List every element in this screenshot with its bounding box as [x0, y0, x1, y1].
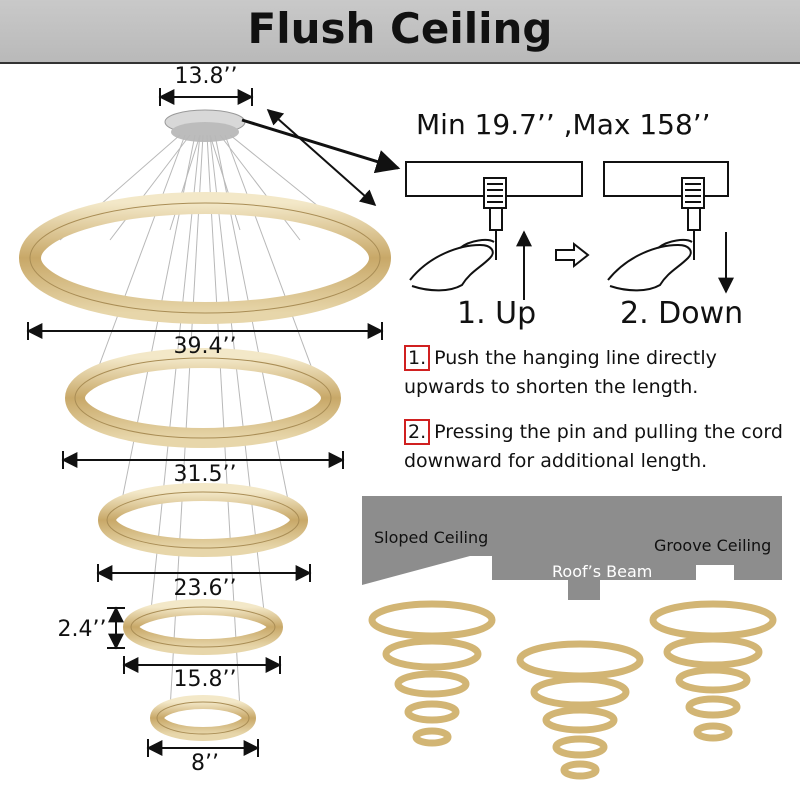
ring-2-width-label: 31.5’’ — [173, 462, 237, 487]
adjust-diagram-up — [405, 161, 583, 300]
instruction-2-number: 2. — [404, 419, 431, 445]
ring-4-width-label: 15.8’’ — [173, 667, 237, 692]
step-down-label: 2. Down — [620, 296, 744, 331]
adjust-diagram-down — [603, 161, 734, 294]
canopy-width-label: 13.8’’ — [174, 64, 238, 89]
ring-3 — [98, 483, 308, 557]
ring-1-width-label: 39.4’’ — [173, 334, 237, 359]
ring-2 — [65, 348, 341, 448]
ring-5-width-label: 8’’ — [191, 751, 219, 776]
groove-chandelier — [649, 600, 777, 742]
beam-chandelier — [516, 640, 644, 780]
dimension-lines — [26, 88, 384, 757]
instruction-2: 2.Pressing the pin and pulling the cord … — [404, 418, 796, 476]
canopy-base — [171, 122, 239, 142]
beam-ceiling-label: Roof’s Beam — [552, 562, 653, 581]
ceiling-backdrop — [362, 496, 782, 600]
sloped-ceiling-label: Sloped Ceiling — [374, 528, 489, 547]
ring-3-width-label: 23.6’’ — [173, 576, 237, 601]
groove-ceiling-label: Groove Ceiling — [654, 536, 772, 555]
pointer-arrow — [241, 118, 401, 174]
instruction-1-text: Push the hanging line directly upwards t… — [404, 347, 717, 398]
length-range: Min 19.7’’ ,Max 158’’ — [416, 108, 711, 141]
instruction-1: 1.Push the hanging line directly upwards… — [404, 344, 796, 402]
ring-5 — [150, 695, 256, 741]
header-bar: Flush Ceiling — [0, 0, 800, 64]
sloped-chandelier — [368, 600, 496, 747]
direction-arrow-right — [555, 241, 590, 269]
step-up-label: 1. Up — [457, 296, 537, 331]
page-title: Flush Ceiling — [247, 4, 553, 53]
ring-4 — [123, 599, 283, 655]
instruction-1-number: 1. — [404, 345, 431, 371]
ring-height-label: 2.4’’ — [57, 617, 107, 642]
ring-1 — [19, 192, 391, 324]
instruction-2-text: Pressing the pin and pulling the cord do… — [404, 421, 783, 472]
